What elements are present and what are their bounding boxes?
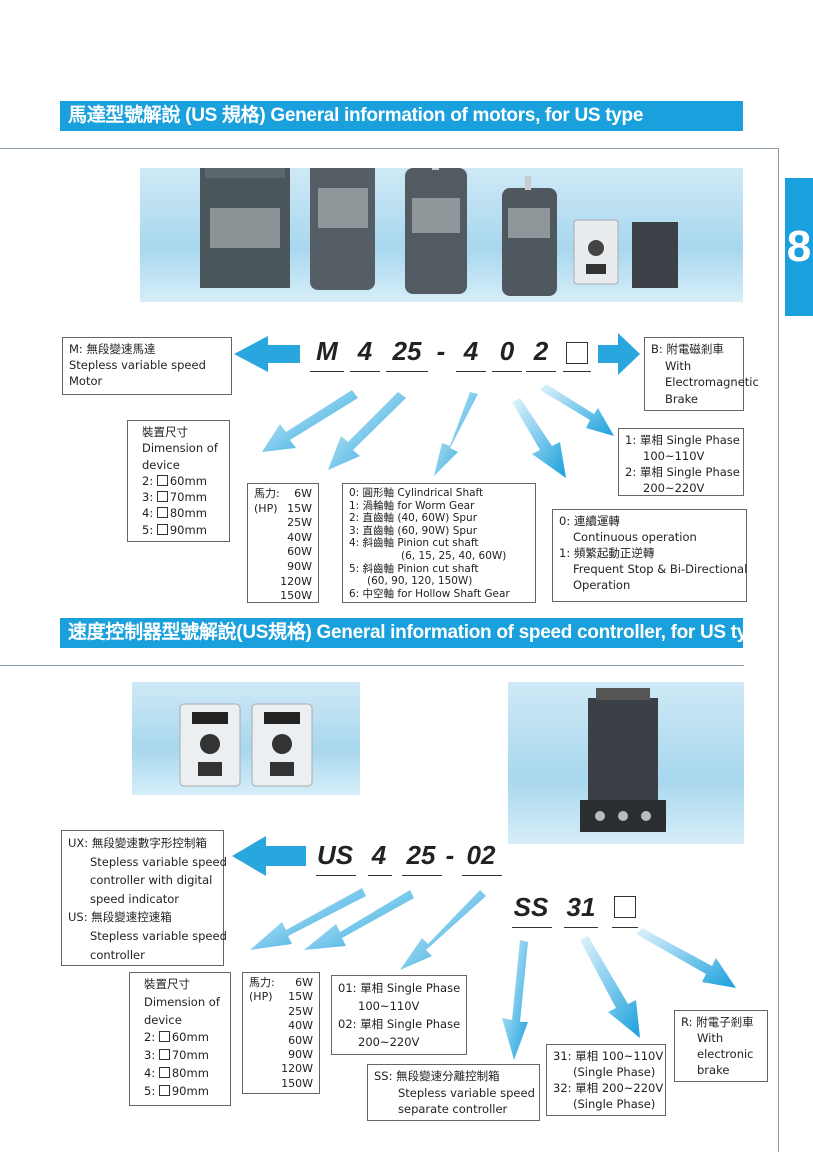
section-tab: 8 (785, 178, 813, 316)
motor-power-box: 馬力: 6W (HP)15W 25W 40W 60W 90W 120W 150W (247, 483, 319, 603)
arrow-controller-ss (502, 940, 528, 1060)
arrow-motor-shaft (434, 392, 478, 476)
motor-dimension-box: 裝置尺寸 Dimension of device 2: 60mm 3: 70mm… (127, 420, 230, 542)
arrow-controller-31 (580, 936, 640, 1038)
motor-code-dash: - (436, 336, 446, 366)
arrow-motor-right (598, 333, 640, 375)
arrow-controller-phase (400, 890, 486, 970)
motor-code-box (566, 342, 588, 364)
motor-shaft-box: 0: 圓形軸 Cylindrical Shaft 1: 渦輪軸 for Worm… (342, 483, 536, 603)
right-rule (778, 148, 779, 1152)
controller-dimension-box: 裝置尺寸 Dimension of device 2: 60mm 3: 70mm… (129, 972, 231, 1106)
arrow-motor-power (328, 392, 406, 470)
motor-code-4: 4 (357, 336, 373, 366)
controller-code-25: 25 (406, 840, 436, 870)
controller-code-02: 02 (466, 840, 496, 870)
controller-code-box (614, 896, 636, 918)
controller-ss-box: SS: 無段變速分離控制箱 Stepless variable speed se… (367, 1064, 540, 1121)
controller-code-4: 4 (371, 840, 387, 870)
controller-code-us: US (316, 840, 354, 870)
arrow-motor-phase (540, 384, 614, 436)
controller-code-dash: - (445, 840, 455, 870)
arrow-controller-left (232, 836, 306, 876)
motor-section-title: 馬達型號解說 (US 規格) General information of mo… (60, 101, 743, 131)
arrow-controller-dim (250, 888, 366, 950)
controller-brake-box: R: 附電子剎車 With electronic brake (674, 1010, 768, 1082)
mid-rule (0, 665, 744, 666)
top-rule (0, 148, 778, 149)
motor-code-4b: 4 (463, 336, 479, 366)
arrow-controller-brake (636, 928, 736, 988)
separate-controller-photo (508, 682, 744, 844)
arrow-motor-dim (262, 390, 358, 452)
controller-phase-box: 01: 單相 Single Phase 100~110V 02: 單相 Sing… (331, 975, 467, 1055)
motor-code-m: M (316, 336, 338, 366)
motor-brake-box: B: 附電磁剎車 With Electromagnetic Brake (644, 337, 759, 411)
motor-type-box: M: 無段變速馬達 Stepless variable speed Motor (62, 337, 232, 395)
controller-section-title: 速度控制器型號解說(US規格) General information of s… (60, 618, 769, 648)
motor-code-25: 25 (392, 336, 422, 366)
separate-controller-illustration (580, 688, 666, 832)
controller-power-box: 馬力: 6W (HP)15W 25W 40W 60W 90W 120W 150W (242, 972, 320, 1094)
controller-illustration (179, 703, 313, 787)
controller-code-ss: SS (513, 892, 549, 922)
arrow-motor-op (512, 398, 566, 478)
controller-type-box: UX: 無段變速數字形控制箱 Stepless variable speed c… (61, 830, 227, 966)
motor-operation-box: 0: 連續運轉 Continuous operation 1: 頻繁起動正逆轉 … (552, 509, 747, 602)
motor-photo (140, 133, 743, 302)
motor-code-0: 0 (499, 336, 515, 366)
controller-code-31: 31 (566, 892, 596, 922)
controller-photo (132, 682, 360, 795)
controller-phase31-box: 31: 單相 100~110V (Single Phase) 32: 單相 20… (546, 1044, 666, 1116)
motor-phase-box: 1: 單相 Single Phase 100~110V 2: 單相 Single… (618, 428, 744, 496)
motor-illustration (200, 133, 678, 296)
motor-code-2: 2 (533, 336, 549, 366)
arrow-motor-left (234, 336, 300, 372)
arrow-controller-power (304, 890, 414, 950)
